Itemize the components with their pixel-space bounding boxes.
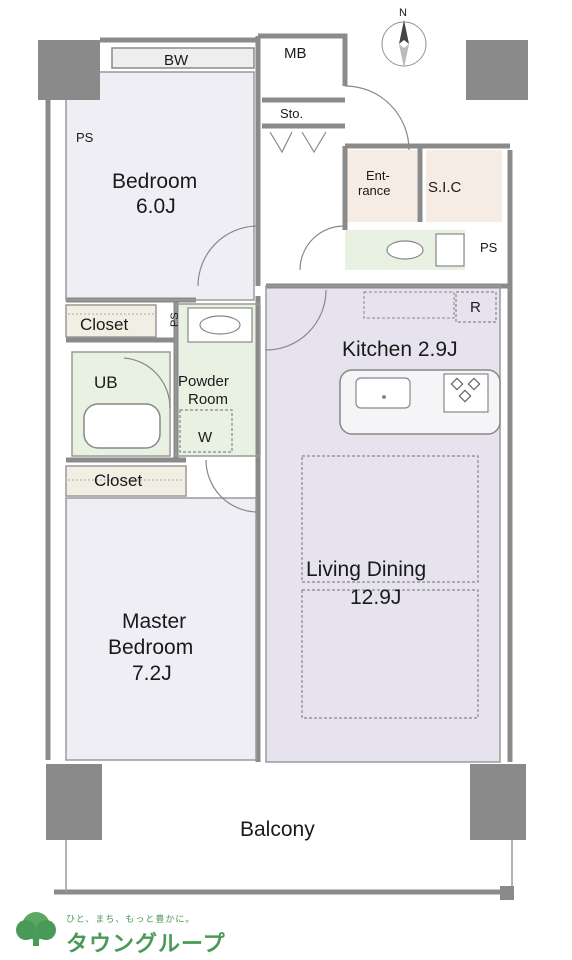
column-top-left [38,40,100,100]
closet-bottom-label: Closet [94,471,142,490]
powder-room-line2: Room [188,391,228,408]
master-bedroom-floor [66,498,256,760]
bw-label: BW [164,52,189,69]
dining-rug [301,455,479,583]
powder-sink [199,315,241,335]
closet-top-label: Closet [80,315,128,334]
closet-top-floor [66,305,156,337]
kitchen-storage [363,291,455,319]
sink-drain [382,395,386,399]
brand-logo [10,908,240,956]
inner-lines [65,71,501,763]
master-bedroom-line1: Master [122,610,186,633]
bedroom-name: Bedroom [112,170,197,193]
door-arcs [123,85,410,513]
tree-logo-icon [10,908,62,952]
balcony-floor [66,770,506,888]
ps-top-label: PS [76,130,94,145]
bedroom-size: 6.0J [136,195,176,218]
kitchen-sink [355,377,411,409]
ub-label: UB [94,373,118,392]
refrigerator-label: R [470,299,481,316]
ps-right-label: PS [480,240,498,255]
entrance-line1: Ent- [366,168,390,183]
powder-room-line1: Powder [178,373,229,390]
storage-doors [269,131,327,154]
balcony-label: Balcony [240,818,315,841]
living-dining-size: 12.9J [350,586,401,609]
stove [443,373,489,413]
washer-box [179,409,233,453]
sic-floor [426,150,502,222]
living-rug [301,589,479,719]
ps-mid-label: PS [169,312,181,327]
sto-label: Sto. [280,106,303,121]
bedroom-floor [66,72,254,300]
mb-label: MB [284,45,307,62]
master-bedroom-line2: Bedroom [108,636,193,659]
bathtub [83,403,161,449]
column-bottom-right [470,764,526,840]
logo-brand: タウングループ [66,931,226,956]
living-dining-name: Living Dining [306,558,426,581]
logo-tagline: ひと、まち、もっと豊かに。 [66,914,196,924]
master-bedroom-size: 7.2J [132,662,172,685]
entrance-floor [345,150,417,222]
column-top-right [466,40,528,100]
entrance-line2: rance [358,183,391,198]
toilet-bowl [386,240,424,260]
powder-sink-counter [187,307,253,343]
stove-burners [450,377,481,403]
sic-label: S.I.C [428,179,462,196]
refrigerator-box [455,291,497,323]
washer-label: W [198,429,213,446]
bw-band [111,47,255,69]
compass-north: N [399,7,407,19]
balcony-post [500,886,514,900]
compass-icon [381,20,427,68]
kitchen-label: Kitchen 2.9J [342,338,458,361]
column-bottom-left [46,764,102,840]
ps-right-floor [474,230,504,264]
toilet-tank [435,233,465,267]
closet-bottom-floor [66,466,186,496]
